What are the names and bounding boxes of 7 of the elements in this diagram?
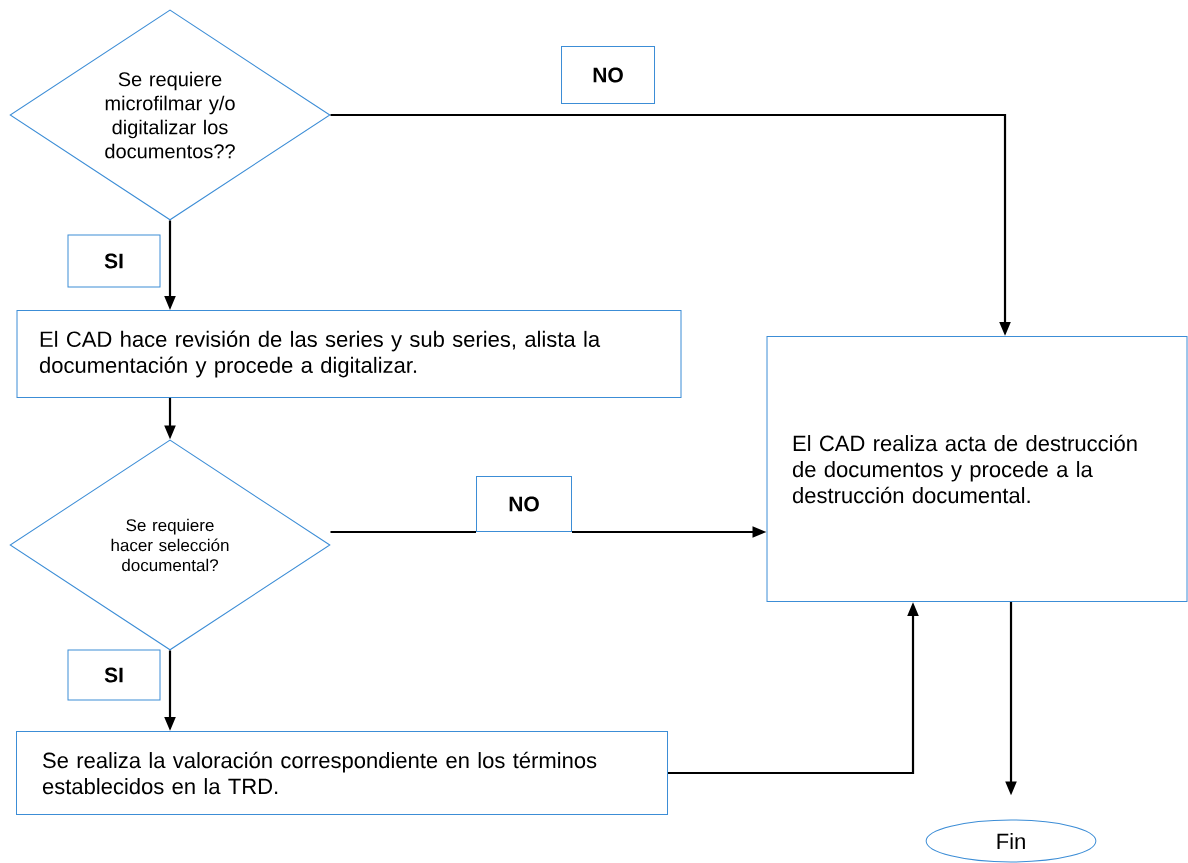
answer-box: NO <box>561 46 655 104</box>
answer-box: NO <box>476 476 572 532</box>
process-box: Se realiza la valoración correspondiente en los términos establecidos en la TRD. <box>16 731 668 815</box>
answer-box: SI <box>67 649 161 701</box>
answer-box: SI <box>67 234 161 288</box>
process-box: El CAD hace revisión de las series y sub series, alista la documentación y procede a digitalizar. <box>16 310 682 398</box>
process-box: El CAD realiza acta de destrucción de documentos y procede a la destrucción documental. <box>766 336 1188 602</box>
